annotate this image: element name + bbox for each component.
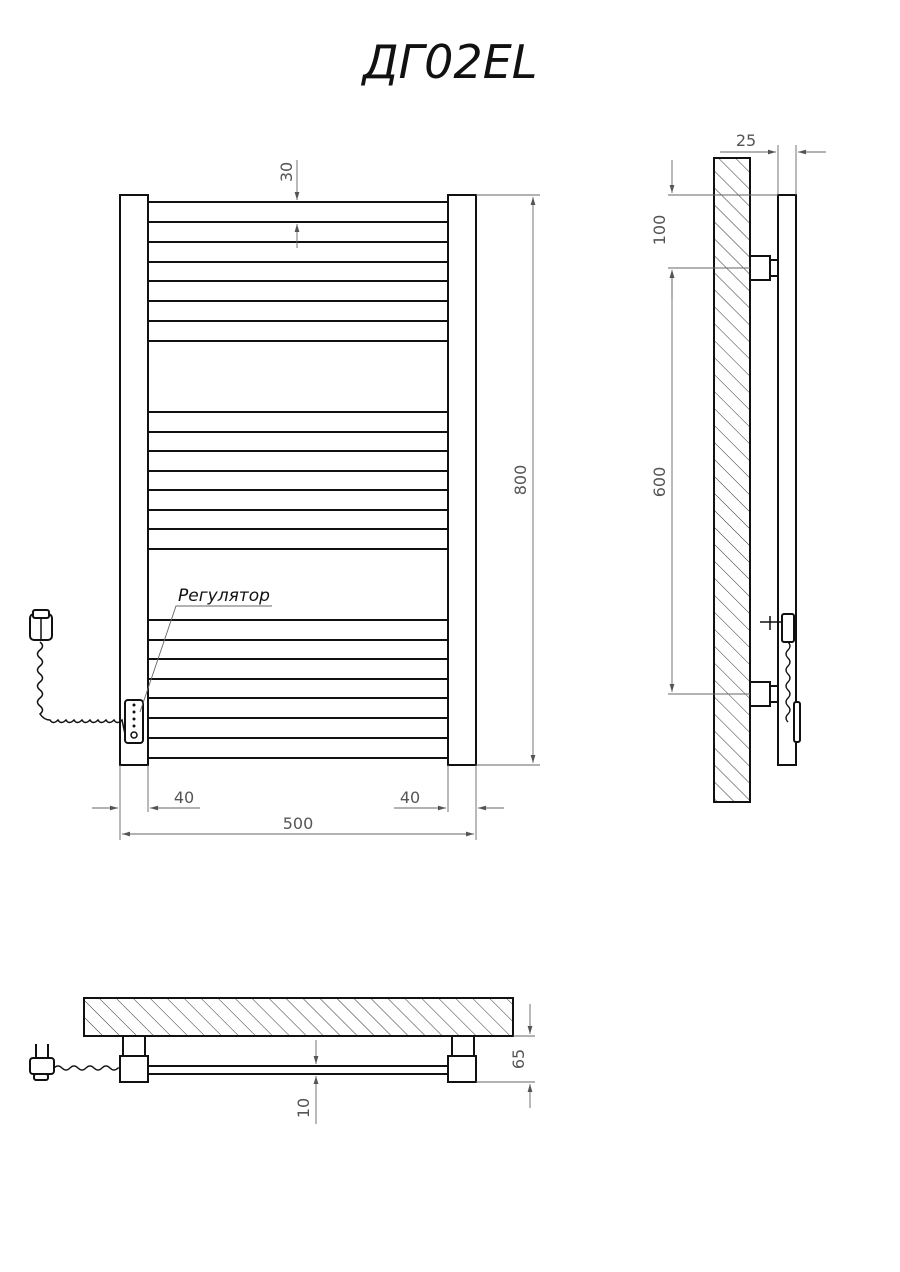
rung: [147, 528, 449, 550]
upper-mount: [749, 255, 771, 281]
rung: [147, 697, 449, 719]
dim-rung-thickness: 10: [294, 1098, 313, 1118]
rung-top: [147, 1065, 449, 1075]
rung: [147, 619, 449, 641]
front-rungs: [147, 201, 449, 759]
dim-top-to-mount: 100: [650, 215, 669, 246]
side-controller: [793, 701, 801, 743]
rung: [147, 201, 449, 223]
dim-rung-gap: 30: [277, 162, 296, 182]
front-view: Регулятор 30 800 40 40 500: [29, 160, 540, 840]
dim-left-offset: 40: [174, 788, 194, 807]
side-post: [777, 194, 797, 766]
rung: [147, 241, 449, 263]
side-cable: [785, 641, 791, 723]
rung: [147, 658, 449, 680]
right-post-top: [447, 1055, 477, 1083]
left-standoff: [122, 1035, 146, 1057]
top-view: 65 10: [29, 997, 535, 1124]
wall-section: [713, 157, 751, 803]
top-cable: [53, 1065, 120, 1071]
lower-mount: [749, 681, 771, 707]
rung: [147, 280, 449, 302]
controller-label: Регулятор: [178, 586, 270, 606]
right-standoff: [451, 1035, 475, 1057]
rung: [147, 411, 449, 433]
electric-plug-icon: [29, 1044, 55, 1081]
lower-mount-nut: [769, 685, 779, 703]
power-cable: [36, 641, 126, 735]
dim-wall-gap: 25: [736, 131, 756, 150]
left-post-top: [119, 1055, 149, 1083]
wall-section-top: [83, 997, 514, 1037]
rung: [147, 320, 449, 342]
dim-total-width: 500: [283, 814, 314, 833]
dim-mount-spacing: 600: [650, 467, 669, 498]
side-view: 25 100 600: [650, 131, 826, 803]
dim-total-height: 800: [511, 465, 530, 496]
left-post: [119, 194, 149, 766]
dim-right-offset: 40: [400, 788, 420, 807]
rung: [147, 450, 449, 472]
right-post: [447, 194, 477, 766]
upper-mount-nut: [769, 259, 779, 277]
drawing-title: ДГ02EL: [361, 35, 538, 89]
thermostat-controller-icon: [124, 699, 144, 744]
rung: [147, 489, 449, 511]
dim-depth: 65: [509, 1049, 528, 1069]
electric-plug-icon: [29, 609, 53, 641]
rung: [147, 737, 449, 759]
